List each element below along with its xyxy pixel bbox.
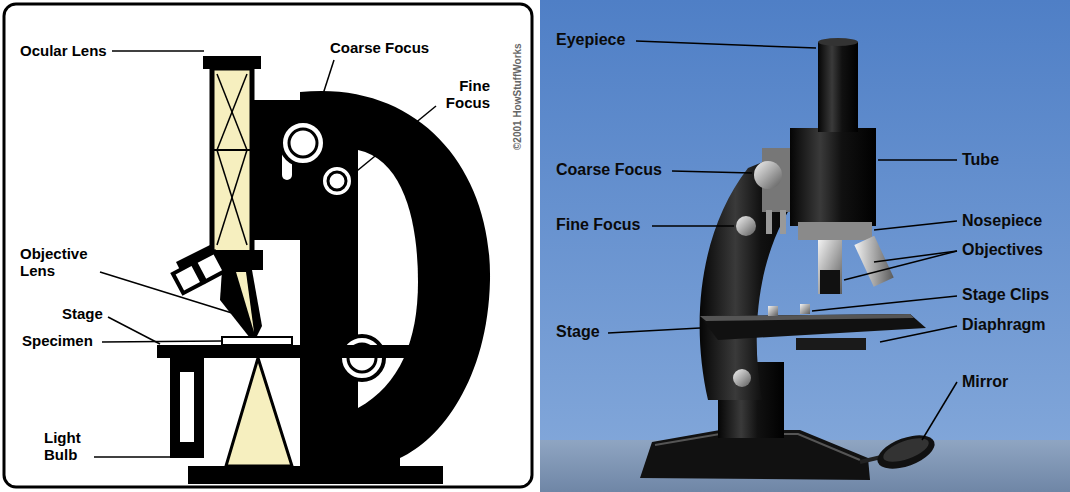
schematic-microscope <box>217 150 247 245</box>
schematic-microscope <box>214 149 250 151</box>
photo-microscope <box>754 161 782 189</box>
photo-microscope <box>798 222 872 240</box>
leader-line <box>636 41 816 48</box>
schematic-microscope <box>180 372 194 442</box>
schematic-microscope <box>220 270 262 338</box>
part-label: Stage <box>556 323 600 341</box>
schematic-microscope <box>195 252 225 282</box>
part-label: Eyepiece <box>556 31 625 49</box>
part-label: Specimen <box>22 333 93 350</box>
leader-line <box>922 382 957 440</box>
part-label: Coarse Focus <box>556 161 662 179</box>
schematic-microscope <box>217 74 247 150</box>
photo-microscope <box>800 304 810 314</box>
photo-microscope <box>733 369 751 387</box>
photo-microscope <box>818 38 858 46</box>
part-label: Stage <box>62 306 103 323</box>
part-label: Mirror <box>962 373 1008 391</box>
photo-microscope <box>854 236 893 287</box>
schematic-microscope <box>300 420 330 468</box>
leader-line <box>844 251 957 280</box>
schematic-microscope <box>281 121 325 165</box>
photo-microscope <box>818 240 842 294</box>
photo-microscope <box>854 236 893 287</box>
part-label: Light Bulb <box>44 430 92 463</box>
schematic-microscope <box>226 358 292 466</box>
leader-line <box>672 171 752 173</box>
schematic-microscope <box>203 56 261 69</box>
leader-line <box>874 221 957 230</box>
photo-microscope <box>700 314 926 340</box>
photo-microscope <box>780 210 786 234</box>
photo-microscope <box>880 433 931 466</box>
photo-microscope <box>873 429 939 476</box>
leader-line <box>108 317 160 344</box>
leader-line <box>878 159 957 161</box>
part-label: Ocular Lens <box>20 43 107 60</box>
leader-line <box>874 251 957 262</box>
photo-microscope <box>768 306 778 316</box>
schematic-microscope <box>157 345 440 358</box>
photo-background <box>540 0 1070 492</box>
leader-line <box>94 456 170 458</box>
part-label: Fine Focus <box>556 216 640 234</box>
photo-microscope <box>736 216 756 236</box>
leader-line <box>352 106 436 175</box>
schematic-microscope <box>212 68 252 253</box>
leader-line <box>608 41 957 440</box>
part-label: Tube <box>962 151 999 169</box>
part-label: Fine Focus <box>440 78 490 111</box>
photo-microscope <box>818 42 858 132</box>
leader-line <box>880 326 957 342</box>
leader-line <box>102 341 221 342</box>
schematic-microscope <box>222 337 292 345</box>
left-panel <box>4 4 532 487</box>
schematic-microscope <box>173 252 225 293</box>
part-label: Diaphragm <box>962 316 1046 334</box>
leader-line <box>608 328 700 333</box>
schematic-microscope <box>321 165 353 197</box>
schematic-microscope <box>217 150 247 245</box>
photo-microscope <box>796 338 866 350</box>
leader-line <box>94 51 436 457</box>
watermark: ©2001 HowStuffWorks <box>512 43 523 150</box>
schematic-microscope <box>170 358 204 458</box>
photo-microscope <box>820 270 840 294</box>
schematic-microscope <box>328 172 346 190</box>
schematic-microscope <box>188 466 443 484</box>
part-label: Objectives <box>962 241 1043 259</box>
photo-background <box>540 0 1070 492</box>
leader-line <box>812 296 957 311</box>
photo-microscope <box>790 128 876 226</box>
leader-line <box>112 50 204 52</box>
leader-line <box>100 272 248 318</box>
schematic-microscope <box>236 272 254 332</box>
part-label: Coarse Focus <box>330 40 429 57</box>
schematic-microscope <box>217 74 247 150</box>
part-label: Stage Clips <box>962 286 1049 304</box>
schematic-microscope <box>157 56 490 484</box>
photo-microscope <box>700 314 914 321</box>
photo-microscope <box>766 210 772 234</box>
part-label: Objective Lens <box>20 246 100 279</box>
leader-line <box>652 225 734 227</box>
schematic-microscope <box>300 91 490 468</box>
leader-line <box>314 60 334 122</box>
part-label: Nosepiece <box>962 212 1042 230</box>
left-panel <box>4 4 532 487</box>
schematic-microscope <box>289 129 317 157</box>
